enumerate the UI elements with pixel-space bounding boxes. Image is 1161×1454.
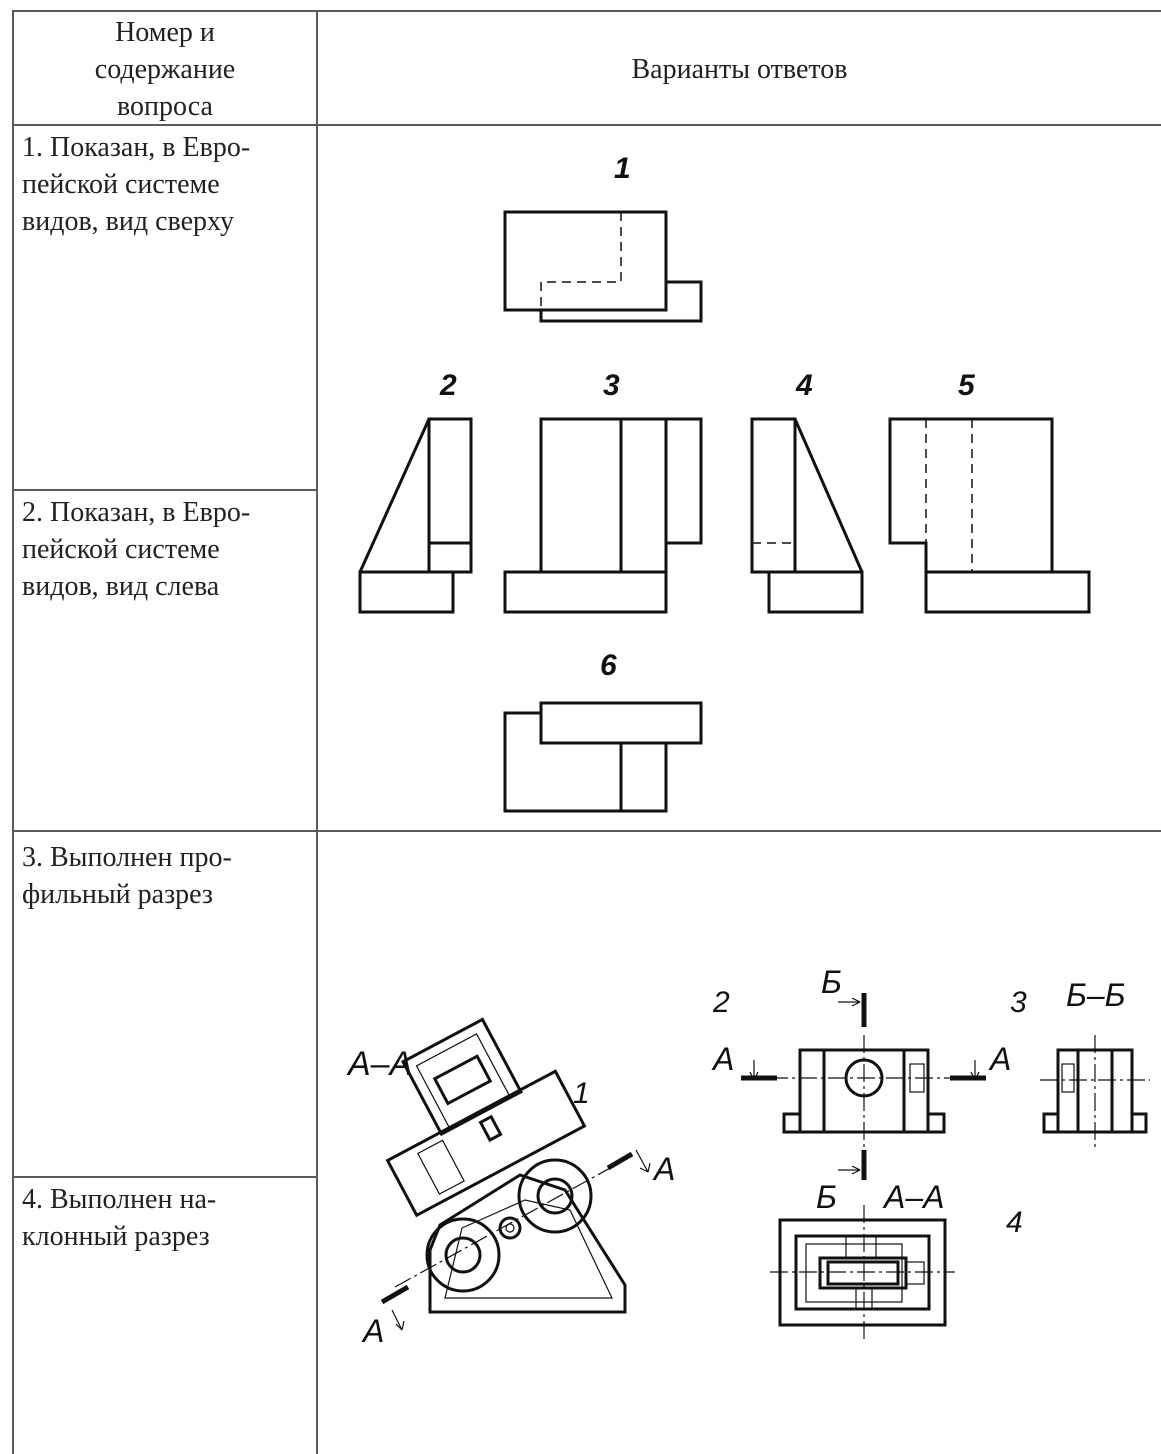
row-divider-q3-q4 xyxy=(12,1176,317,1178)
section-label-aa-right: A–A xyxy=(882,1179,944,1215)
section-label-a-left-mid: A xyxy=(711,1041,734,1077)
table-top-border xyxy=(12,10,1161,12)
section-number-2: 2 xyxy=(712,986,730,1019)
section-label-b-bottom: Б xyxy=(816,1179,837,1215)
header-answers-column: Варианты ответов xyxy=(631,54,848,85)
view-label-4: 4 xyxy=(795,369,813,402)
question-1: 1. Показан, в Евро- пейской системе видо… xyxy=(22,132,251,237)
section-option-1 xyxy=(380,1017,651,1331)
view-4 xyxy=(750,417,864,614)
view-label-1: 1 xyxy=(614,152,631,185)
view-1 xyxy=(503,210,703,323)
view-label-6: 6 xyxy=(600,649,617,682)
section-label-aa-left: A–A xyxy=(346,1045,412,1083)
block-divider xyxy=(12,830,1161,832)
question-4: 4. Выполнен на- клонный разрез xyxy=(22,1184,217,1252)
view-2 xyxy=(358,417,473,614)
section-label-a-right-mid: A xyxy=(988,1041,1011,1077)
question-3: 3. Выполнен про- фильный разрез xyxy=(22,842,232,910)
section-label-b-top: Б xyxy=(821,964,842,1000)
view-label-5: 5 xyxy=(958,369,976,402)
header-question-column: Номер и содержание вопроса xyxy=(94,17,236,122)
row-divider-q1-q2 xyxy=(12,489,317,491)
view-label-2: 2 xyxy=(439,369,457,402)
section-option-3 xyxy=(1040,1035,1150,1150)
section-label-a-bottom: A xyxy=(361,1313,384,1349)
section-number-3: 3 xyxy=(1010,986,1027,1019)
view-label-3: 3 xyxy=(603,369,620,402)
view-6 xyxy=(503,701,703,813)
section-option-2 xyxy=(741,993,986,1180)
section-option-4 xyxy=(770,1205,955,1340)
question-2: 2. Показан, в Евро- пейской системе видо… xyxy=(22,497,251,602)
section-number-1: 1 xyxy=(573,1077,590,1110)
section-label-a-right: A xyxy=(652,1151,675,1187)
view-3 xyxy=(503,417,703,614)
view-5 xyxy=(888,417,1091,614)
column-divider xyxy=(316,10,318,1454)
section-number-4: 4 xyxy=(1006,1206,1023,1239)
section-label-bb: Б–Б xyxy=(1066,977,1125,1013)
table-left-border xyxy=(12,10,14,1454)
header-row-divider xyxy=(12,124,1161,126)
